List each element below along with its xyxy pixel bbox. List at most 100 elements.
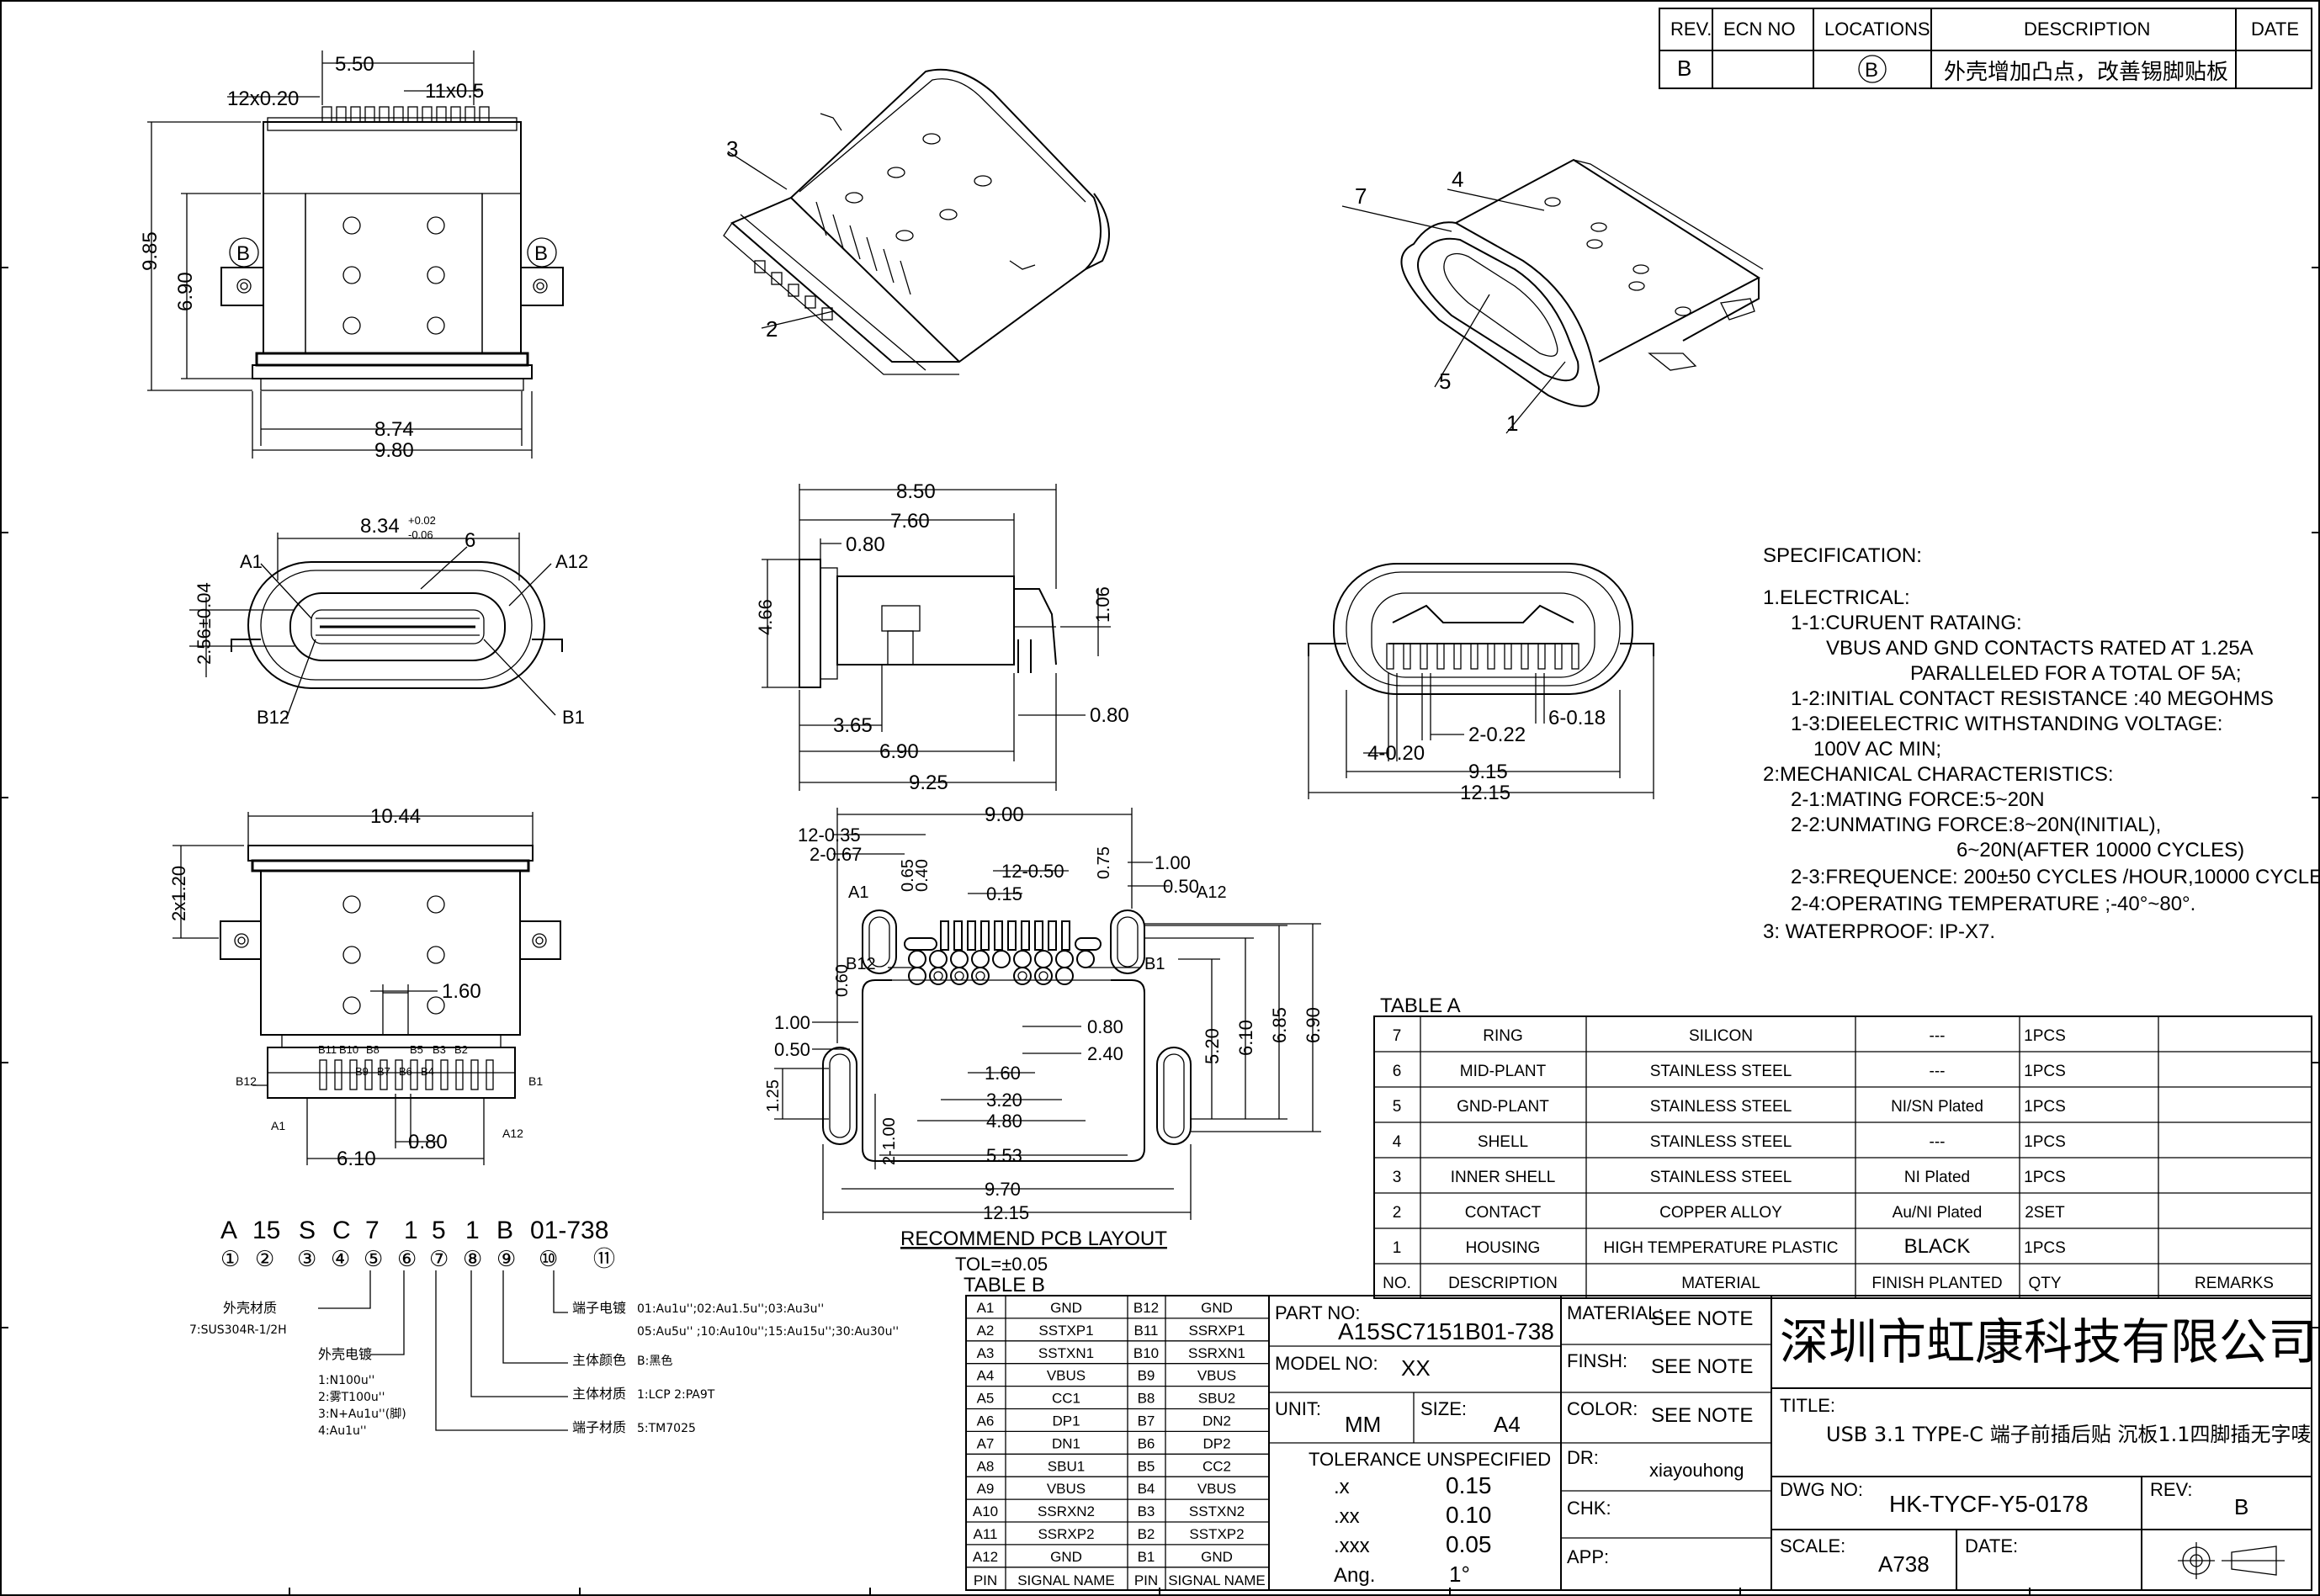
dim-8-34: 8.34	[360, 515, 400, 538]
code-1b: 1	[465, 1217, 480, 1244]
pcb-label-b12: B12	[846, 955, 876, 973]
table-b-cell-r2-c2: B10	[1133, 1345, 1159, 1361]
iso-left-callout-2: 2	[766, 316, 778, 342]
table-a-cell-r6-c4: 1PCS	[2024, 1239, 2066, 1257]
iso-view-right: 7 4 5 1	[1341, 158, 1764, 436]
table-a: TABLE A	[1373, 994, 2312, 1299]
table-a-cell-r0-c3: ---	[1930, 1027, 1946, 1045]
circled-3: ③	[297, 1247, 316, 1272]
table-b-header-2: PIN	[1134, 1572, 1158, 1588]
dim-8-34-plus: +0.02	[408, 514, 436, 527]
table-b-header-0: PIN	[974, 1572, 997, 1588]
dr-value: xiayouhong	[1649, 1460, 1744, 1481]
legend-body-material-value: 1:LCP 2:PA9T	[637, 1388, 715, 1402]
color-label: COLOR:	[1567, 1398, 1638, 1419]
circled-8: ⑧	[463, 1247, 482, 1272]
dim-1-00-pcb-left: 1.00	[774, 1012, 810, 1033]
dr-label: DR:	[1567, 1447, 1599, 1468]
dim-12-0-50: 12-0.50	[1001, 861, 1064, 882]
iso-right-callout-1: 1	[1506, 411, 1518, 436]
table-b-cell-r8-c3: VBUS	[1197, 1481, 1236, 1497]
table-a-cell-r0-c2: SILICON	[1689, 1027, 1753, 1045]
table-b-cell-r10-c2: B2	[1138, 1526, 1155, 1542]
dim-2-56: 2.56±0.04	[194, 582, 215, 665]
color-value: SEE NOTE	[1651, 1404, 1753, 1427]
rear-view: 2-0.22 6-0.18 4-0.20 9.15 12.15	[1308, 563, 1654, 804]
legend-terminal-plating-label: 端子电镀	[572, 1300, 626, 1316]
title-block: PART NO: A15SC7151B01-738 MODEL NO: XX U…	[1268, 1295, 2317, 1591]
table-a-cell-r0-c4: 1PCS	[2024, 1027, 2066, 1045]
circled-6: ⑥	[397, 1247, 417, 1272]
pcb-label-a12: A12	[1197, 883, 1227, 902]
rev-value: B	[1677, 56, 1691, 81]
legend-shell-plating-1: 1:N100u''	[318, 1374, 374, 1387]
table-a-cell-r3-c1: SHELL	[1478, 1133, 1528, 1151]
dim-2-0-22: 2-0.22	[1468, 724, 1526, 746]
pcb-label-b1: B1	[1144, 955, 1165, 973]
dim-6-90-side: 6.90	[879, 740, 919, 763]
rev-header-rev: REV.	[1670, 19, 1712, 40]
circled-4: ④	[331, 1247, 350, 1272]
tol-ang-value: 1°	[1449, 1562, 1470, 1587]
iso-left-callout-3: 3	[726, 136, 738, 162]
dim-0-40: 0.40	[913, 859, 932, 892]
bottom-label-b12: B12	[236, 1074, 257, 1088]
dim-2-40: 2.40	[1087, 1043, 1123, 1064]
table-a-cell-r2-c0: 5	[1393, 1098, 1402, 1116]
app-label: APP:	[1567, 1546, 1609, 1567]
spec-line-9: 2:MECHANICAL CHARACTERISTICS:	[1763, 763, 2114, 786]
dim-8-50: 8.50	[896, 480, 936, 503]
legend-body-color-value: B:黑色	[637, 1354, 672, 1368]
pin-b9: B9	[355, 1065, 369, 1078]
chk-label: CHK:	[1567, 1498, 1611, 1519]
code-s: S	[299, 1217, 316, 1244]
pcb-tolerance: TOL=±0.05	[955, 1254, 1048, 1275]
specification: SPECIFICATION: 1.ELECTRICAL: 1-1:CURUENT…	[1763, 544, 2320, 943]
tol-x-value: 0.15	[1446, 1472, 1492, 1498]
iso-right-callout-5: 5	[1439, 369, 1451, 394]
table-b-cell-r0-c1: GND	[1050, 1300, 1082, 1316]
table-b-cell-r10-c3: SSTXP2	[1189, 1526, 1244, 1542]
dim-8-34-minus: -0.06	[408, 528, 433, 541]
pin-b3: B3	[433, 1043, 446, 1056]
table-b-header-1: SIGNAL NAME	[1017, 1572, 1115, 1588]
table-b-cell-r8-c0: A9	[977, 1481, 995, 1497]
part-code: A 15 S C 7 1 5 1 B 01-738 ① ② ③ ④ ⑤ ⑥ ⑦ …	[189, 1217, 899, 1438]
table-a-header-1: DESCRIPTION	[1448, 1275, 1558, 1292]
dim-9-15: 9.15	[1468, 761, 1508, 783]
table-b-cell-r1-c3: SSRXP1	[1188, 1323, 1245, 1339]
table-b-cell-r7-c2: B5	[1138, 1458, 1155, 1474]
dim-5-20: 5.20	[1202, 1028, 1223, 1064]
table-b-cell-r7-c3: CC2	[1202, 1458, 1231, 1474]
spec-line-13: 2-3:FREQUENCE: 200±50 CYCLES /HOUR,10000…	[1791, 866, 2320, 888]
table-a-cell-r3-c4: 1PCS	[2024, 1133, 2066, 1151]
dim-1-25: 1.25	[764, 1079, 783, 1112]
table-a-cell-r3-c2: STAINLESS STEEL	[1650, 1133, 1792, 1151]
table-b-lines	[966, 1318, 1269, 1568]
front-label-a12: A12	[555, 551, 588, 572]
dim-5-50: 5.50	[335, 53, 374, 76]
table-a-cell-r6-c0: 1	[1393, 1239, 1402, 1257]
legend-terminal-material-label: 端子材质	[572, 1419, 626, 1435]
top-view-marker-left: B	[236, 242, 250, 265]
table-a-cell-r4-c4: 1PCS	[2024, 1169, 2066, 1186]
dim-4-80: 4.80	[986, 1111, 1022, 1132]
table-b-cell-r3-c2: B9	[1138, 1368, 1155, 1384]
circled-9: ⑨	[496, 1247, 516, 1272]
dim-9-85: 9.85	[139, 231, 162, 271]
dim-9-70: 9.70	[985, 1179, 1021, 1200]
circled-7: ⑦	[429, 1247, 449, 1272]
table-b-cell-r1-c1: SSTXP1	[1038, 1323, 1093, 1339]
table-b-cell-r0-c0: A1	[977, 1300, 995, 1316]
table-b-cell-r6-c2: B6	[1138, 1435, 1155, 1451]
rev-header-description: DESCRIPTION	[2024, 19, 2150, 40]
dim-0-80-bottom: 0.80	[408, 1131, 448, 1153]
top-view: B B 5.50 12x0.20 11x0.5 9.85 6.90 8.74 9…	[139, 50, 564, 462]
table-b-cell-r9-c2: B3	[1138, 1503, 1155, 1519]
spec-line-7: 1-3:DIEELECTRIC WITHSTANDING VOLTAGE:	[1791, 713, 2222, 735]
dim-0-15: 0.15	[986, 883, 1022, 904]
table-a-cell-r6-c2: HIGH TEMPERATURE PLASTIC	[1603, 1239, 1838, 1257]
scale-label: SCALE:	[1780, 1535, 1845, 1556]
